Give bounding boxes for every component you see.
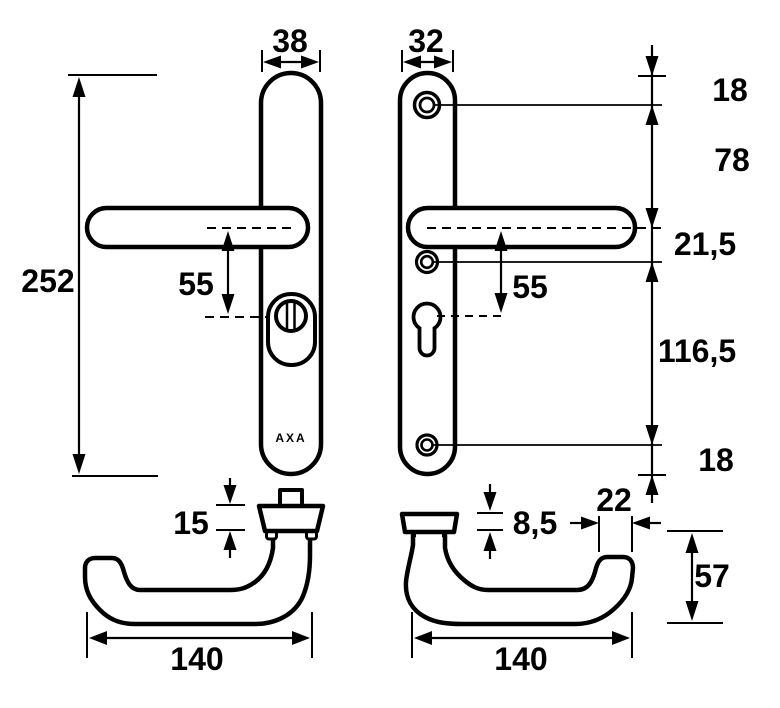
- dim-252-label: 252: [21, 263, 74, 299]
- brand-logo-text: AXA: [275, 431, 306, 445]
- handle-profile-left: [82, 532, 313, 627]
- dim-38-label: 38: [272, 23, 308, 59]
- dim-22-label: 22: [596, 482, 632, 518]
- handle-rose-cap: [399, 511, 460, 535]
- dimension-chain: [638, 45, 666, 503]
- dim-8-5: [477, 484, 503, 559]
- handle-profile-right: [403, 532, 636, 627]
- dim-32: [401, 50, 454, 72]
- front-right-view: [397, 70, 667, 477]
- dim-140-right-label: 140: [494, 641, 547, 677]
- lever-handle-left: [84, 205, 311, 250]
- dim-18-top-label: 18: [712, 72, 748, 108]
- dim-55-left: [221, 231, 235, 314]
- dim-57: [667, 530, 723, 624]
- dim-18-bottom-label: 18: [698, 442, 734, 478]
- cylinder-core: [274, 299, 308, 333]
- handle-collar: [256, 503, 326, 534]
- dim-32-label: 32: [408, 23, 444, 59]
- dim-140-left-label: 140: [170, 641, 223, 677]
- dim-38: [261, 50, 321, 72]
- backplate-left: [258, 70, 324, 477]
- dim-55-right: [494, 231, 508, 313]
- dim-78-label: 78: [714, 142, 750, 178]
- dim-57-label: 57: [694, 558, 730, 594]
- dim-140-right: [411, 612, 633, 658]
- dim-116-5-label: 116,5: [658, 333, 736, 369]
- side-left-view: [82, 488, 326, 627]
- dim-140-left: [86, 612, 313, 658]
- dim-55-left-label: 55: [178, 266, 214, 302]
- dim-21-5-label: 21,5: [674, 226, 736, 262]
- dim-55-right-label: 55: [512, 269, 548, 305]
- dim-8-5-label: 8,5: [513, 505, 557, 541]
- dim-15: [216, 478, 245, 558]
- side-right-view: [399, 511, 636, 627]
- dim-22: [570, 516, 661, 552]
- front-left-view: [84, 70, 324, 477]
- dim-15-label: 15: [173, 505, 209, 541]
- dim-252: [68, 74, 158, 477]
